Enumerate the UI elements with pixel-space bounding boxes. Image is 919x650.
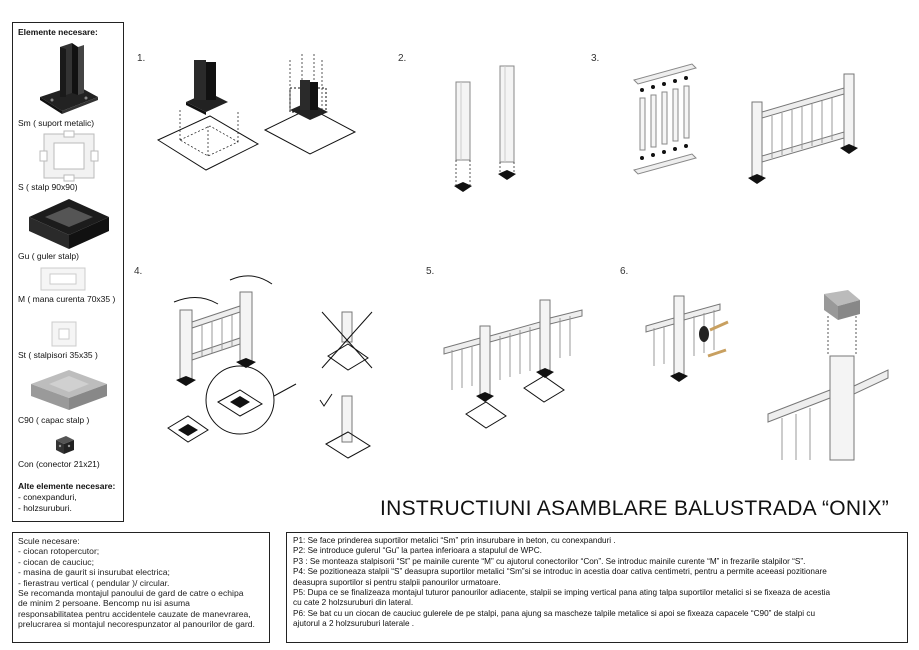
instruction-line: P2: Se introduce gulerul “Gu” la partea … xyxy=(293,546,542,556)
tools-box: Scule necesare: - ciocan rotopercutor; -… xyxy=(12,532,270,643)
instructions-box: P1: Se face prinderea suportilor metalic… xyxy=(286,532,908,643)
tools-line: - ciocan rotopercutor; xyxy=(18,546,100,557)
step-4-illustration xyxy=(167,275,297,443)
instruction-line: P5: Dupa ce se finalizeaza montajul tutu… xyxy=(293,588,831,598)
post-profile-icon xyxy=(39,130,99,182)
post-collar-icon xyxy=(29,199,109,249)
tools-line: Scule necesare: xyxy=(18,536,80,546)
part-label-con: Con (conector 21x21) xyxy=(18,459,100,469)
tools-line: de minim 2 persoane. Bencomp nu isi asum… xyxy=(18,598,190,609)
handrail-profile-icon xyxy=(40,267,86,291)
part-label-m: M ( mana curenta 70x35 ) xyxy=(18,294,116,304)
part-label-st: St ( stalpisori 35x35 ) xyxy=(18,350,98,360)
instruction-line: P1: Se face prinderea suportilor metalic… xyxy=(293,536,616,545)
tools-line: Se recomanda montajul panoului de gard d… xyxy=(18,588,244,599)
step-number-4: 4. xyxy=(134,266,143,277)
connector-icon xyxy=(56,436,74,454)
page-title: INSTRUCTIUNI ASAMBLARE BALUSTRADA “ONIX” xyxy=(380,497,890,520)
step-5-illustration xyxy=(443,299,583,429)
other-elements-heading: Alte elemente necesare: xyxy=(18,481,116,491)
other-elements: Alte elemente necesare: - conexpanduri, … xyxy=(18,481,115,514)
instruction-line: cu cate 2 holzsuruburi din lateral. xyxy=(293,598,414,608)
other-element-item: - conexpanduri, xyxy=(18,492,77,502)
part-label-s: S ( stalp 90x90) xyxy=(18,182,78,192)
instruction-line: deasupra suportilor si pentru stalpii pa… xyxy=(293,577,501,587)
post-cap-icon xyxy=(31,370,107,410)
tools-line: prelucrarea si montajul necorespunzator … xyxy=(18,619,255,630)
step-number-2: 2. xyxy=(398,53,407,64)
instruction-line: P4: Se pozitioneaza stalpii “S” deasupra… xyxy=(293,567,827,577)
step-number-3: 3. xyxy=(591,53,600,64)
tools-line: responsabilitatea pentru accidentele cau… xyxy=(18,608,251,619)
step-1-illustration xyxy=(156,54,357,171)
parts-heading: Elemente necesare: xyxy=(18,27,98,37)
instruction-line: P3 : Se monteaza stalpisorii “St” pe mai… xyxy=(293,556,806,566)
baluster-profile-icon xyxy=(51,321,77,347)
tools-line: - fierastrau vertical ( pendular )/ circ… xyxy=(18,577,170,588)
tools-line: - masina de gaurit si insurubat electric… xyxy=(18,567,170,578)
step-6-illustration xyxy=(645,295,729,382)
step-number-5: 5. xyxy=(426,266,435,277)
metal-support-icon xyxy=(40,43,98,114)
other-element-item: - holzsuruburi. xyxy=(18,503,72,513)
step-6-cap-detail xyxy=(767,290,889,461)
step-3-illustration xyxy=(633,63,858,184)
step-2-illustration xyxy=(454,65,516,192)
instruction-line: P6: Se bat cu un ciocan de cauciuc guler… xyxy=(293,608,816,618)
step-4-detail xyxy=(319,311,373,459)
instruction-line: ajutorul a 2 holzsuruburi laterale . xyxy=(293,619,415,629)
part-label-c90: C90 ( capac stalp ) xyxy=(18,415,90,425)
parts-panel: Elemente necesare: Sm ( suport metalic) … xyxy=(12,22,124,522)
part-label-gu: Gu ( guler stalp) xyxy=(18,251,79,261)
step-number-1: 1. xyxy=(137,53,146,64)
step-number-6: 6. xyxy=(620,266,629,277)
part-label-sm: Sm ( suport metalic) xyxy=(18,118,95,128)
tools-line: - ciocan de cauciuc; xyxy=(18,556,94,567)
